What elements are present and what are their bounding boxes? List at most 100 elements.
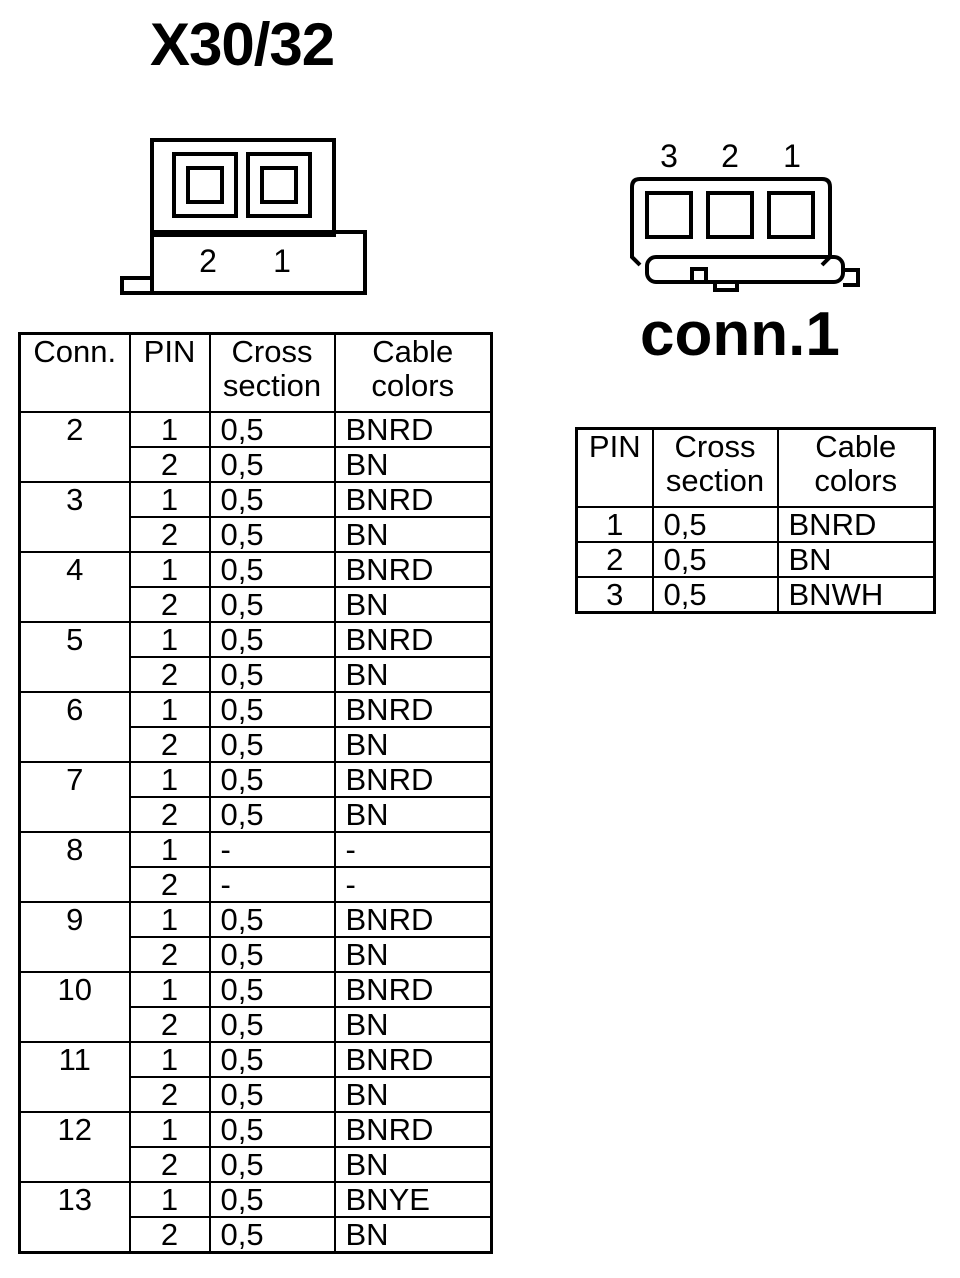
cross-section-cell: 0,5 xyxy=(208,1076,336,1113)
three-pin-connector-icon: 3 2 1 xyxy=(630,138,860,292)
conn-number-cell: 10 xyxy=(18,971,131,1043)
pin-cell: 2 xyxy=(128,726,211,763)
cross-section-cell: 0,5 xyxy=(208,1041,336,1078)
right-pin-label-3: 3 xyxy=(660,138,678,174)
cable-color-cell: BN xyxy=(333,586,493,623)
pin-cell: 1 xyxy=(575,506,654,543)
header-cross-line1: Cross xyxy=(231,334,313,369)
table-row: 2-- xyxy=(20,866,493,903)
diagram-title: X30/32 xyxy=(150,11,335,78)
pin-cell: 2 xyxy=(128,1006,211,1043)
pin-cell: 1 xyxy=(128,1111,211,1148)
cable-color-cell: BN xyxy=(333,1006,493,1043)
pin-cell: 1 xyxy=(128,411,211,448)
conn-number-cell: 12 xyxy=(18,1111,131,1183)
cable-color-cell: BN xyxy=(333,656,493,693)
header-color-line1: Cable xyxy=(372,334,454,369)
pin-cell: 1 xyxy=(128,691,211,728)
header-cross-line2: section xyxy=(222,368,322,403)
pin-cell: 2 xyxy=(128,866,211,903)
two-pin-connector-icon: 2 1 xyxy=(120,138,367,295)
cross-section-cell: 0,5 xyxy=(208,656,336,693)
cross-section-cell: 0,5 xyxy=(208,1146,336,1183)
pin-cell: 2 xyxy=(128,1216,211,1254)
pin-cell: 1 xyxy=(128,481,211,518)
header-conn-label: Conn. xyxy=(33,334,117,369)
pin-cell: 1 xyxy=(128,901,211,938)
cable-color-cell: BNRD xyxy=(333,551,493,588)
pin-cell: 2 xyxy=(128,446,211,483)
cable-color-cell: BNWH xyxy=(776,576,936,614)
cross-section-cell: 0,5 xyxy=(208,796,336,833)
cross-section-cell: - xyxy=(208,866,336,903)
connector-label: conn.1 xyxy=(640,300,840,369)
cable-color-cell: BNRD xyxy=(333,411,493,448)
pin-cell: 1 xyxy=(128,551,211,588)
conn-number-cell: 4 xyxy=(18,551,131,623)
cable-color-cell: - xyxy=(333,831,493,868)
pin-cell: 2 xyxy=(128,516,211,553)
header-pin: PIN xyxy=(575,427,654,508)
cross-section-cell: 0,5 xyxy=(208,1216,336,1254)
cable-color-cell: BN xyxy=(333,726,493,763)
cross-section-cell: 0,5 xyxy=(208,901,336,938)
header-color-line2: colors xyxy=(814,463,898,498)
cross-section-cell: 0,5 xyxy=(208,516,336,553)
cross-section-cell: 0,5 xyxy=(208,446,336,483)
cross-section-cell: 0,5 xyxy=(208,481,336,518)
cable-color-cell: BNRD xyxy=(333,1111,493,1148)
cross-section-cell: 0,5 xyxy=(208,586,336,623)
pin-cell: 2 xyxy=(128,936,211,973)
cable-color-cell: BNRD xyxy=(333,901,493,938)
conn-number-cell: 9 xyxy=(18,901,131,973)
header-color-line2: colors xyxy=(371,368,455,403)
conn-number-cell: 13 xyxy=(18,1181,131,1254)
conn-number-cell: 3 xyxy=(18,481,131,553)
conn-number-cell: 11 xyxy=(18,1041,131,1113)
cross-section-cell: - xyxy=(208,831,336,868)
pin-cell: 2 xyxy=(128,586,211,623)
right-pin-label-1: 1 xyxy=(783,138,801,174)
cross-section-cell: 0,5 xyxy=(208,726,336,763)
cable-color-cell: BNRD xyxy=(333,691,493,728)
cross-section-cell: 0,5 xyxy=(651,541,779,578)
cable-color-cell: BNRD xyxy=(333,1041,493,1078)
pin-cell: 1 xyxy=(128,971,211,1008)
cross-section-cell: 0,5 xyxy=(208,1006,336,1043)
conn-number-cell: 8 xyxy=(18,831,131,903)
header-conn: Conn. xyxy=(18,332,131,413)
cable-color-cell: BNRD xyxy=(333,761,493,798)
cable-color-cell: BN xyxy=(776,541,936,578)
pin-cell: 1 xyxy=(128,1041,211,1078)
conn-number-cell: 2 xyxy=(18,411,131,483)
pin-cell: 1 xyxy=(128,1181,211,1218)
conn-number-cell: 5 xyxy=(18,621,131,693)
cross-section-cell: 0,5 xyxy=(208,1181,336,1218)
pin-cell: 2 xyxy=(128,656,211,693)
cross-section-cell: 0,5 xyxy=(208,691,336,728)
cable-color-cell: BNRD xyxy=(776,506,936,543)
header-cross-line2: section xyxy=(665,463,765,498)
